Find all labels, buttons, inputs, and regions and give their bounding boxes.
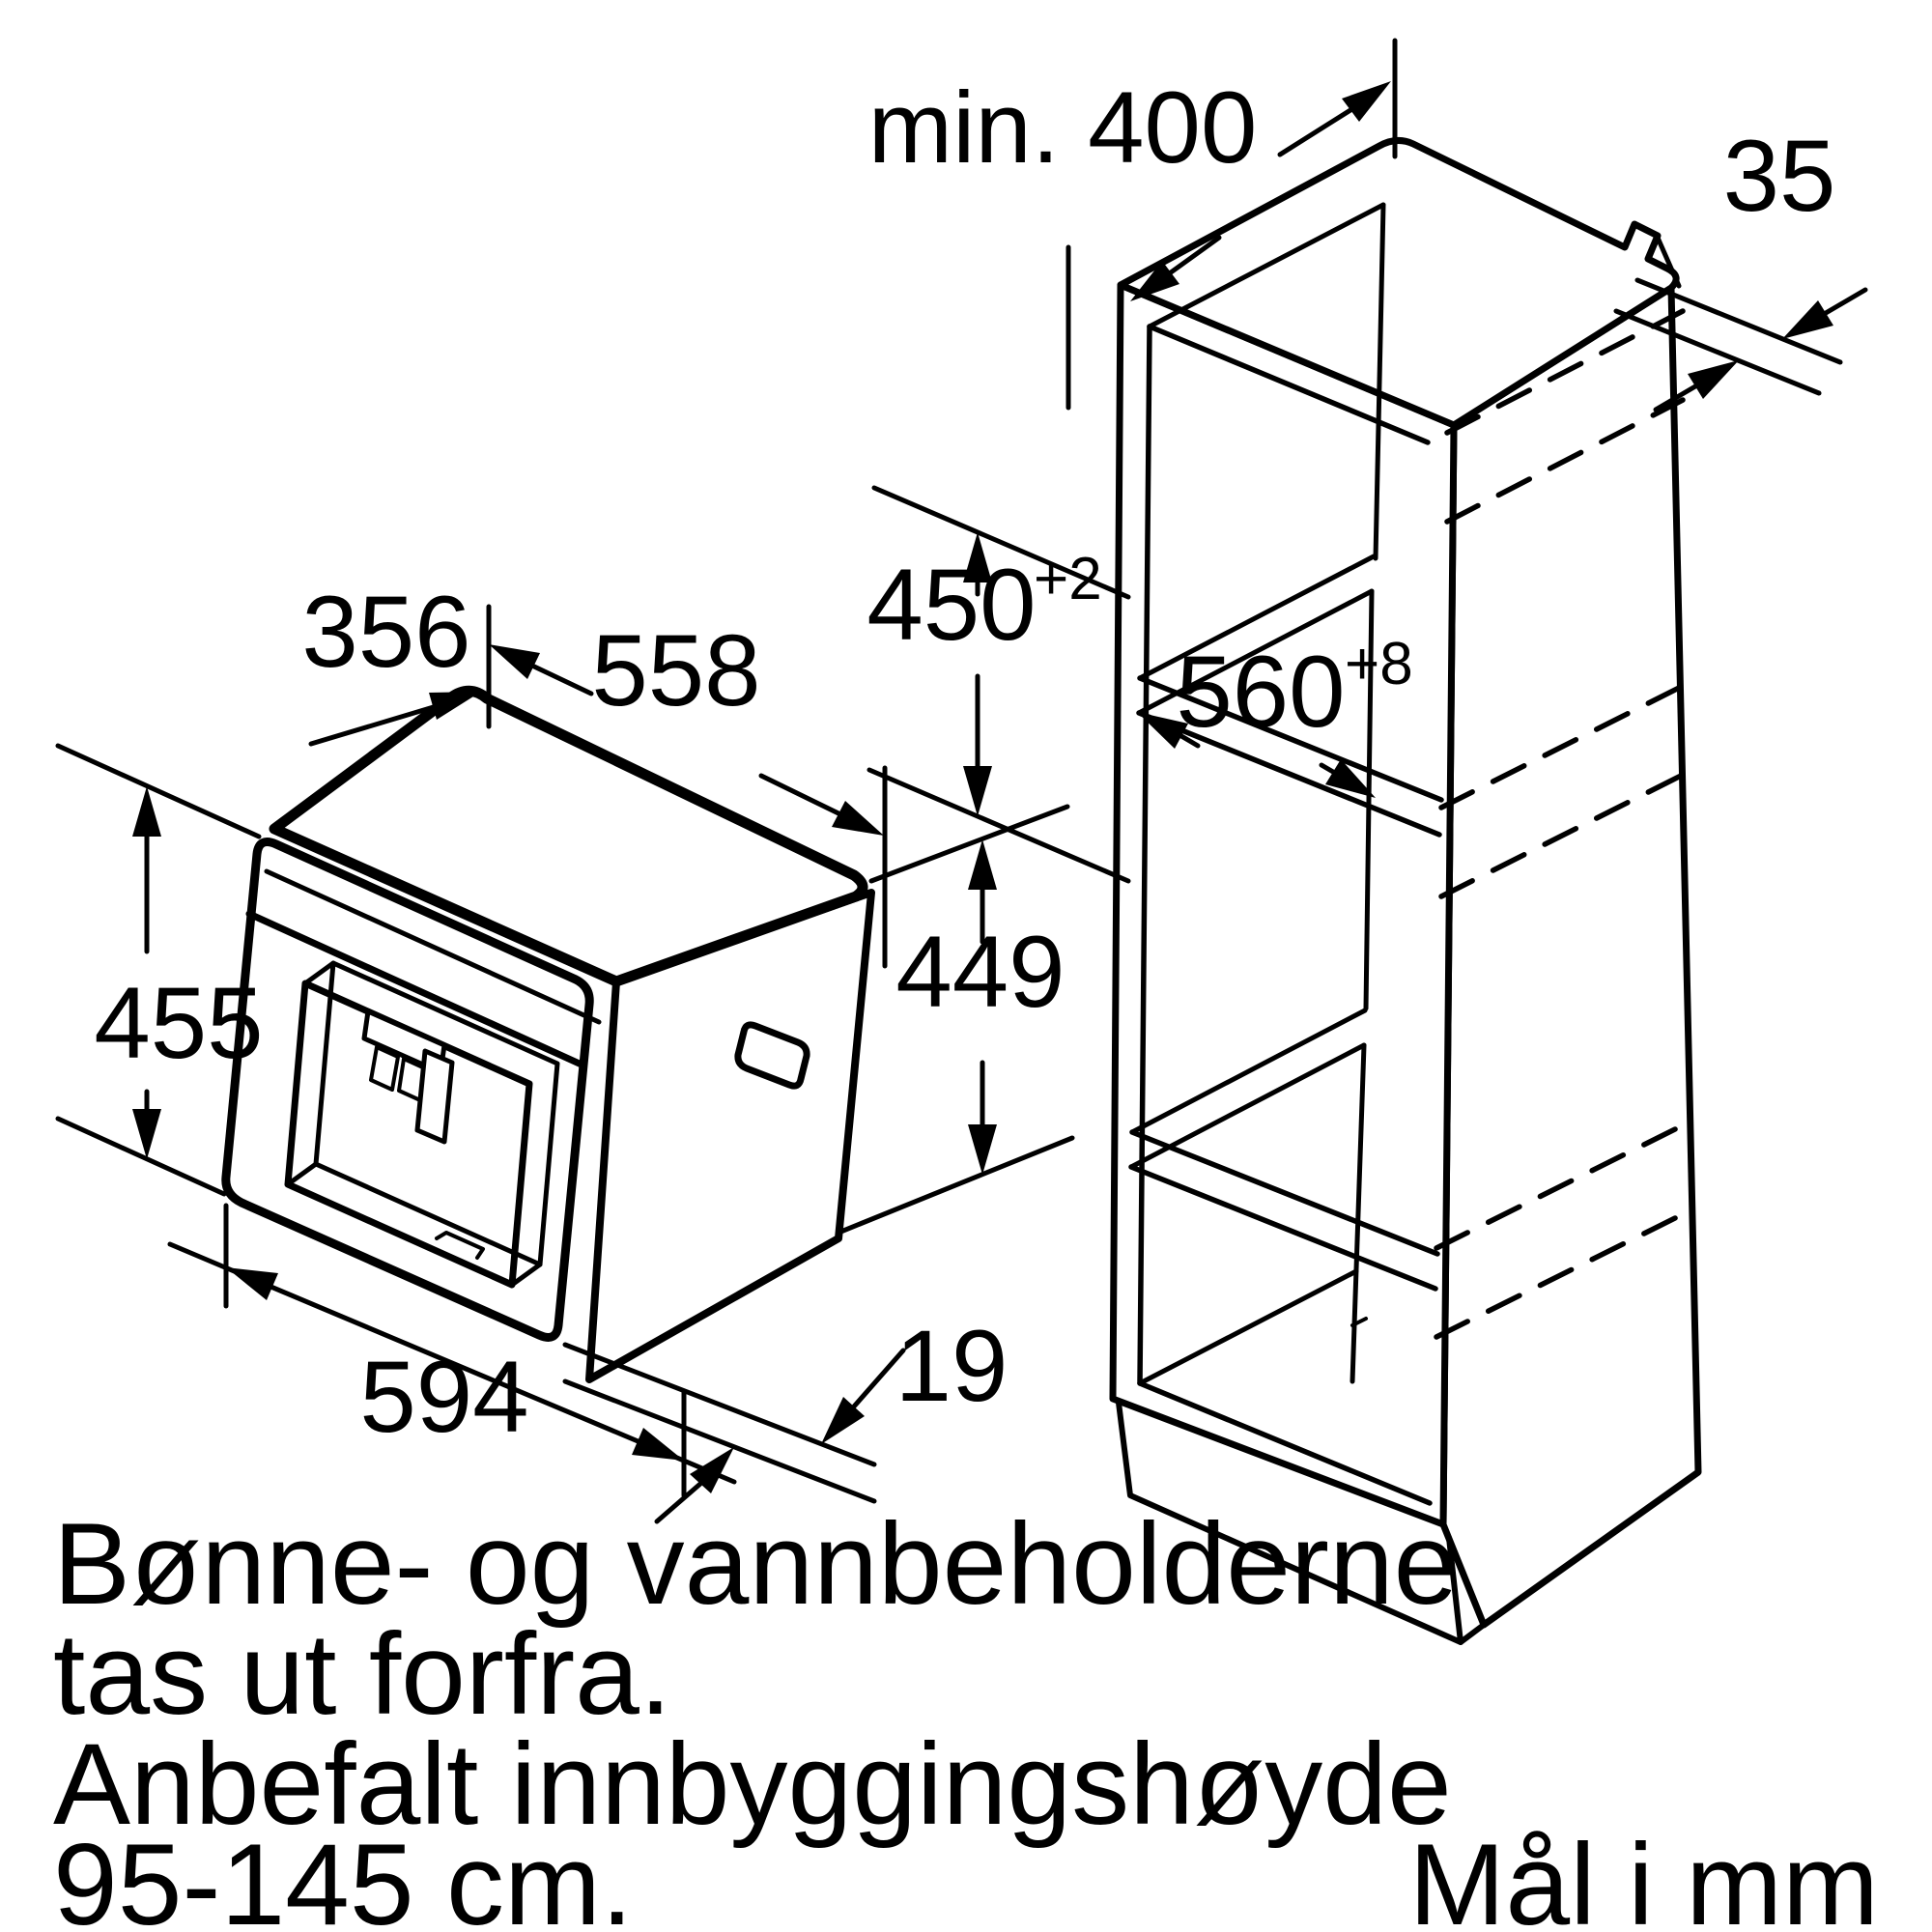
panel-plane-line (562, 1342, 877, 1467)
shelf1-bottom-edge (1136, 710, 1442, 838)
recess-edge (509, 1262, 543, 1288)
side-panel-top-edge (1655, 235, 1682, 289)
note-line-3: Anbefalt innbyggingshøyde (53, 1719, 1452, 1849)
shelf2-top-edge (1129, 1129, 1440, 1257)
arrowhead-560-left (1137, 712, 1188, 749)
note-line-2: tas ut forfra. (53, 1609, 671, 1739)
arrowhead-19-lower (690, 1447, 734, 1493)
frame-inner-left (1137, 324, 1152, 1386)
dashed-depth-line (1434, 1123, 1684, 1251)
arrowhead-356 (429, 692, 481, 720)
arrowhead-558-left (489, 644, 540, 679)
dimension-label-body-height: 449 (895, 916, 1065, 1029)
cabinet-plinth (1116, 1400, 1463, 1645)
dimension-label-niche-width-tolerance: +8 (1345, 631, 1413, 697)
arrowhead-450-down (963, 766, 992, 816)
dimension-label-top-depth: 356 (301, 576, 470, 689)
drip-tray-step (435, 1231, 485, 1260)
control-band-top-line (264, 868, 602, 1025)
dimension-label-front-width: 594 (359, 1341, 528, 1454)
cabinet-drawing (1109, 137, 1702, 1645)
gap-line-35-inner (1613, 308, 1822, 396)
dimension-label-niche-height: 450 (867, 549, 1036, 662)
arrowhead-min400-left (1130, 261, 1179, 301)
shelf2-bottom-edge (1128, 1164, 1438, 1292)
arrowhead-min400-right (1342, 81, 1391, 122)
ext-line-455-bottom (55, 1116, 227, 1197)
dashed-depth-line (1434, 1212, 1684, 1340)
arrowhead-35-lower (1688, 360, 1739, 399)
arrowhead-455-down (132, 1109, 161, 1159)
dimension-label-top-width: 558 (591, 614, 760, 727)
niche-depth-line (1128, 1042, 1367, 1170)
control-band-bottom-line (245, 910, 585, 1068)
niche-depth-line (1147, 202, 1386, 329)
dashed-depth-line (1444, 397, 1686, 525)
frame-inner-bottom (1137, 1380, 1433, 1506)
appliance-drawing (221, 685, 875, 1383)
notes-block: Bønne- og vannbeholderne tas ut forfra. … (53, 1499, 1879, 1932)
dim-line-35-lower (1653, 384, 1698, 412)
niche-back-edge (1363, 588, 1375, 1011)
cabinet-dimensions: min. 400 35 450 +2 560 +8 (867, 38, 1868, 884)
dimension-label-min-depth: min. 400 (868, 71, 1258, 185)
niche-depth-line (1137, 554, 1377, 681)
appliance-dimensions: 356 558 455 449 594 (55, 576, 1075, 1524)
ext-line-450-bottom (867, 767, 1131, 884)
dim-line-min400-right (1277, 107, 1353, 157)
dim-line-558-left (531, 664, 594, 696)
niche-depth-line (1129, 1008, 1368, 1135)
niche-back-edge (1373, 202, 1386, 561)
body-plane-line (562, 1378, 877, 1504)
units-label: Mål i mm (1408, 1820, 1879, 1932)
dim-line-560-right (1319, 762, 1336, 775)
dimension-label-front-height: 455 (94, 967, 263, 1080)
note-line-4: 95-145 cm. (53, 1820, 633, 1932)
floor-depth-line (1137, 1268, 1359, 1386)
arrowhead-594-left (226, 1267, 278, 1300)
dashed-depth-line (1444, 308, 1686, 436)
cabinet-plinth-edge (1458, 1622, 1487, 1645)
gap-line-35-outer (1634, 277, 1843, 365)
dim-line-558-right (758, 773, 841, 816)
floor-step (1350, 1317, 1368, 1327)
ext-line-450-top (871, 485, 1131, 600)
recess-edge (302, 960, 336, 986)
arrowhead-560-right (1325, 759, 1376, 798)
dimension-label-rear-gap: 35 (1723, 120, 1836, 233)
dim-line-35-upper (1823, 287, 1868, 316)
cabinet-front-face (1109, 281, 1458, 1528)
dim-line-19-lower (654, 1481, 703, 1524)
arrowhead-450-up (963, 532, 992, 582)
dim-line-356 (308, 703, 440, 747)
arrowhead-35-upper (1782, 300, 1833, 339)
arrowhead-558-right (832, 801, 884, 836)
arrowhead-19-upper (821, 1397, 865, 1444)
dashed-depth-line (1438, 683, 1686, 810)
dim-line-min400-left (1168, 235, 1222, 275)
ext-line-449-top (868, 804, 1070, 884)
side-handle-cutout (734, 1021, 810, 1090)
arrowhead-455-up (132, 786, 161, 837)
ext-line-449-bottom (836, 1135, 1075, 1236)
dimension-label-niche-width: 560 (1176, 636, 1345, 749)
shelf1-top-edge (1137, 675, 1444, 803)
dashed-depth-line (1438, 772, 1686, 899)
spout-body (414, 1048, 455, 1145)
dim-line-560-left (1179, 733, 1201, 749)
ext-line-455-top (55, 743, 262, 839)
arrowhead-449-up (968, 839, 997, 890)
recess-edge (285, 1161, 319, 1187)
spout-nozzle (369, 1045, 400, 1092)
niche-depth-line (1136, 588, 1375, 716)
arrowhead-449-down (968, 1124, 997, 1175)
cabinet-side-panel (1439, 284, 1702, 1629)
dimension-label-panel-proud: 19 (895, 1310, 1009, 1423)
dim-line-19-upper (851, 1348, 906, 1409)
arrowhead-594-right (632, 1428, 684, 1461)
note-line-1: Bønne- og vannbeholderne (53, 1499, 1458, 1629)
frame-inner-top (1147, 324, 1431, 445)
dimension-label-niche-height-tolerance: +2 (1034, 546, 1102, 612)
